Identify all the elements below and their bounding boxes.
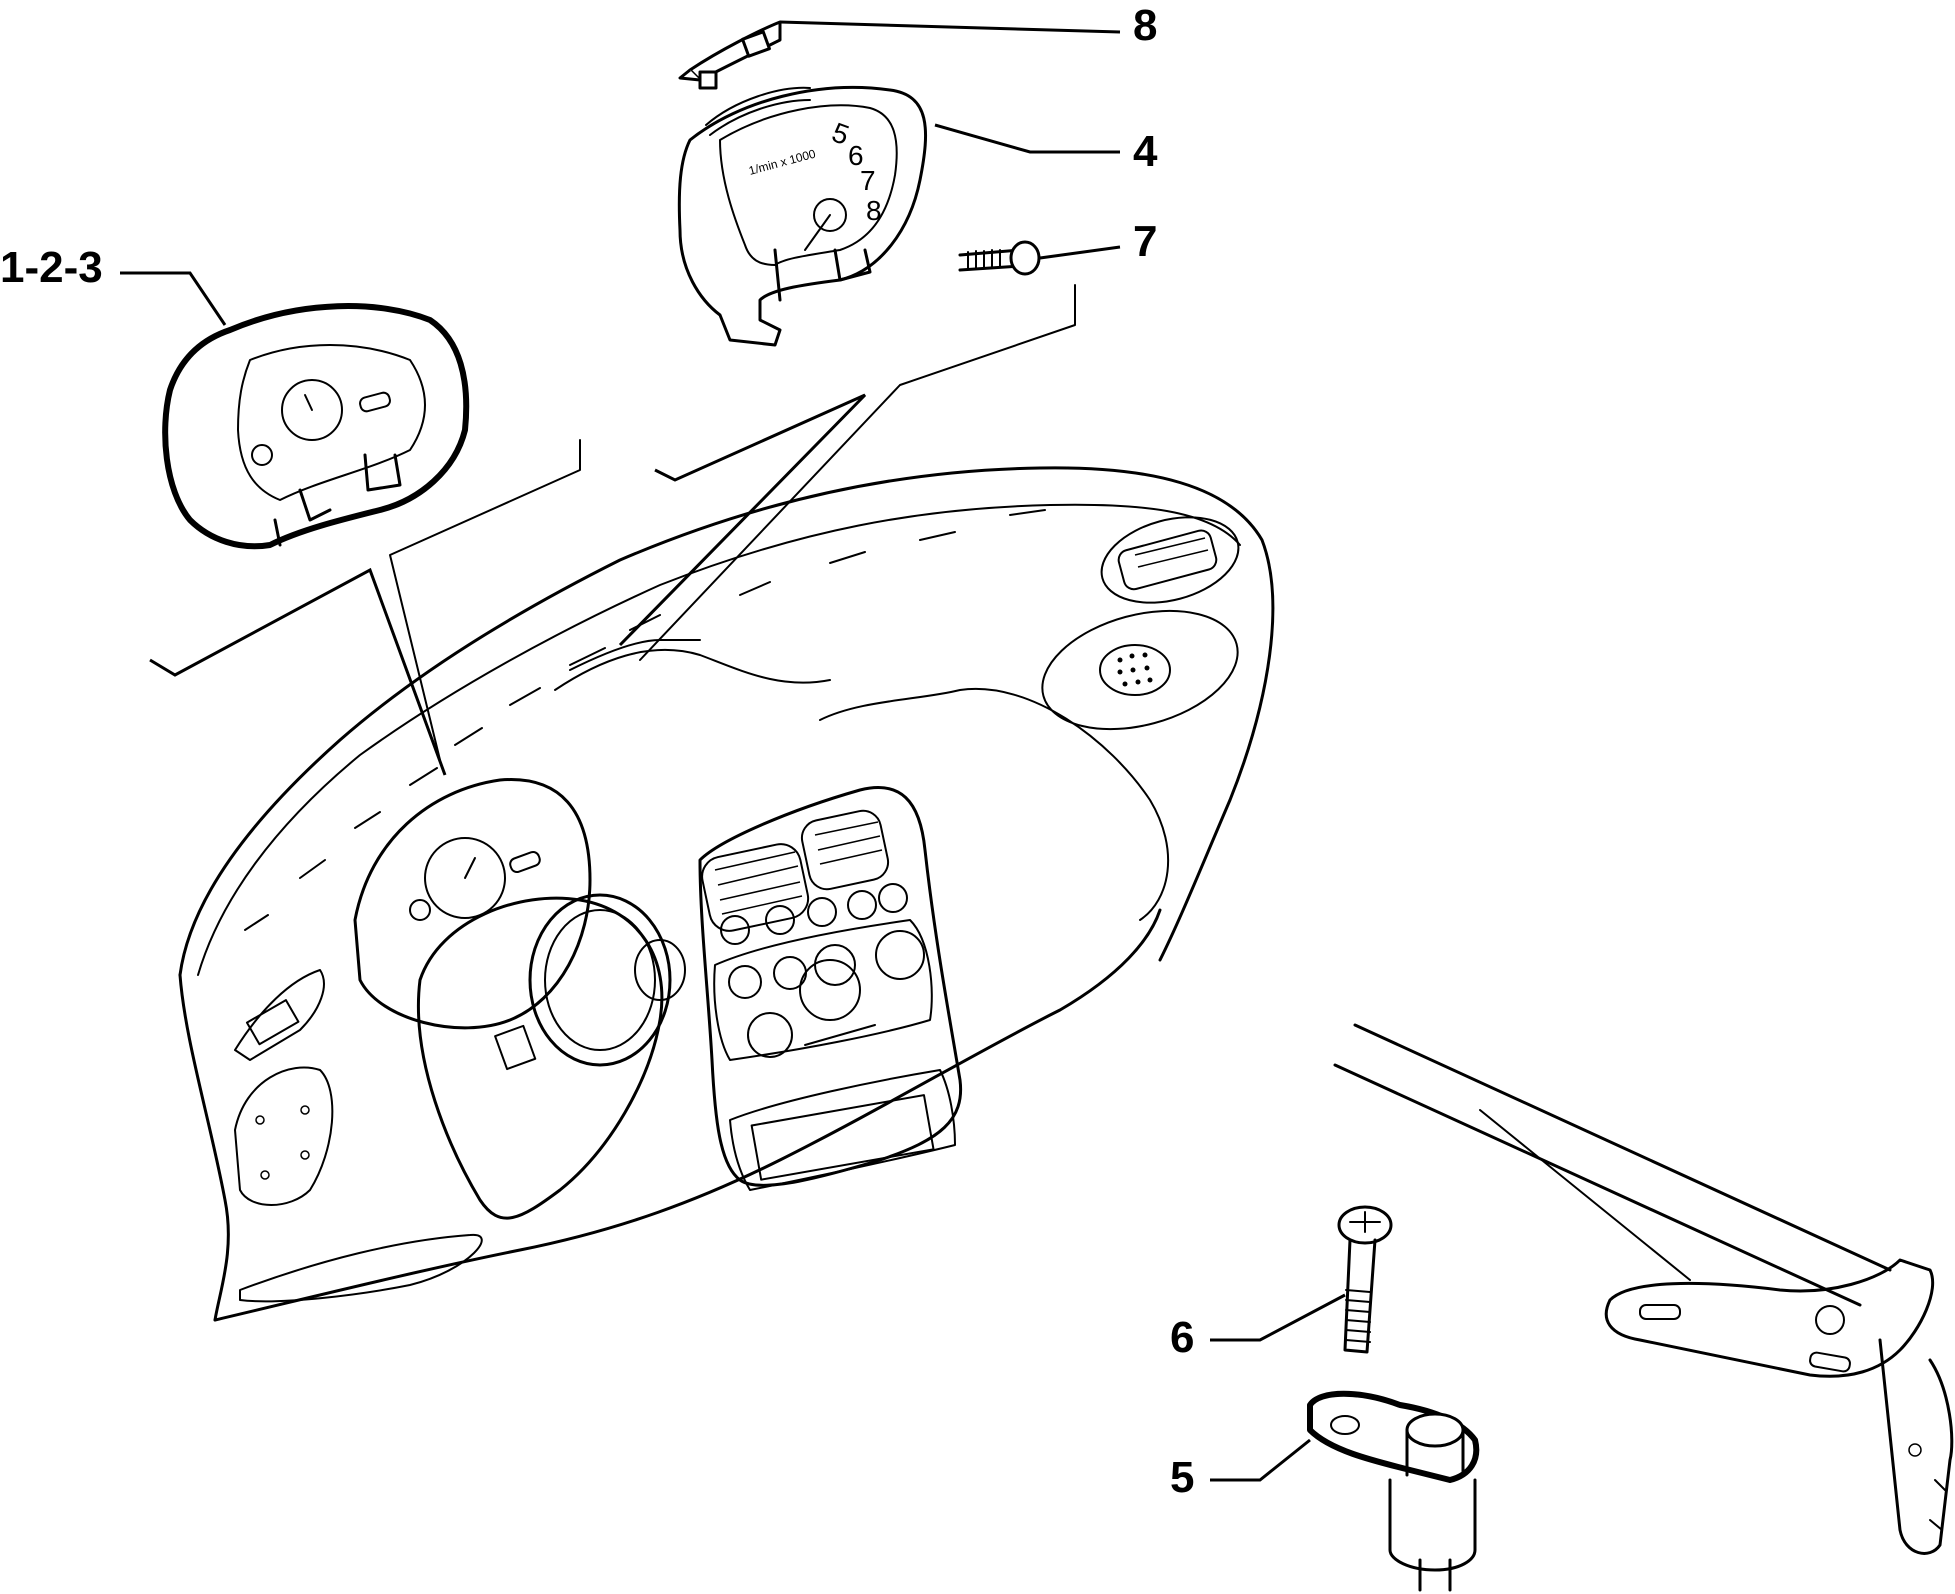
callout-label-8: 8 — [1133, 1, 1158, 50]
leader-line-5 — [1210, 1438, 1311, 1482]
tachometer-numeral-8: 8 — [866, 195, 882, 226]
part-4-tachometer: 1/min x 1000 5 6 7 8 — [677, 86, 928, 347]
leader-lines — [120, 20, 1346, 1482]
guide-line-tachometer — [618, 393, 867, 647]
callout-label-5: 5 — [1170, 1453, 1195, 1502]
tachometer-numeral-7: 7 — [860, 165, 876, 196]
leader-line-8 — [779, 20, 1121, 34]
door-hinge-bracket — [1333, 1023, 1954, 1555]
callout-label-1-2-3: 1-2-3 — [0, 243, 103, 292]
tachometer-numeral-6: 6 — [848, 140, 864, 171]
guide-line-cluster — [149, 567, 447, 776]
guide-line-cluster-thin — [389, 439, 581, 761]
leader-line-6 — [1210, 1293, 1346, 1342]
callout-label-6: 6 — [1170, 1313, 1195, 1362]
part-1-2-3-instrument-cluster — [162, 303, 470, 550]
callout-label-7: 7 — [1133, 217, 1158, 266]
part-5-door-switch — [1307, 1390, 1480, 1592]
dashboard-panel — [178, 466, 1275, 1322]
leader-line-7 — [1039, 245, 1121, 260]
part-7-screw — [958, 240, 1041, 276]
leader-line-1-2-3 — [120, 271, 227, 326]
part-8-cover-cap — [678, 20, 782, 90]
leader-line-4 — [934, 123, 1120, 154]
guide-line-screw — [639, 284, 1076, 661]
part-6-bolt — [1337, 1205, 1393, 1354]
callout-label-4: 4 — [1133, 127, 1158, 176]
